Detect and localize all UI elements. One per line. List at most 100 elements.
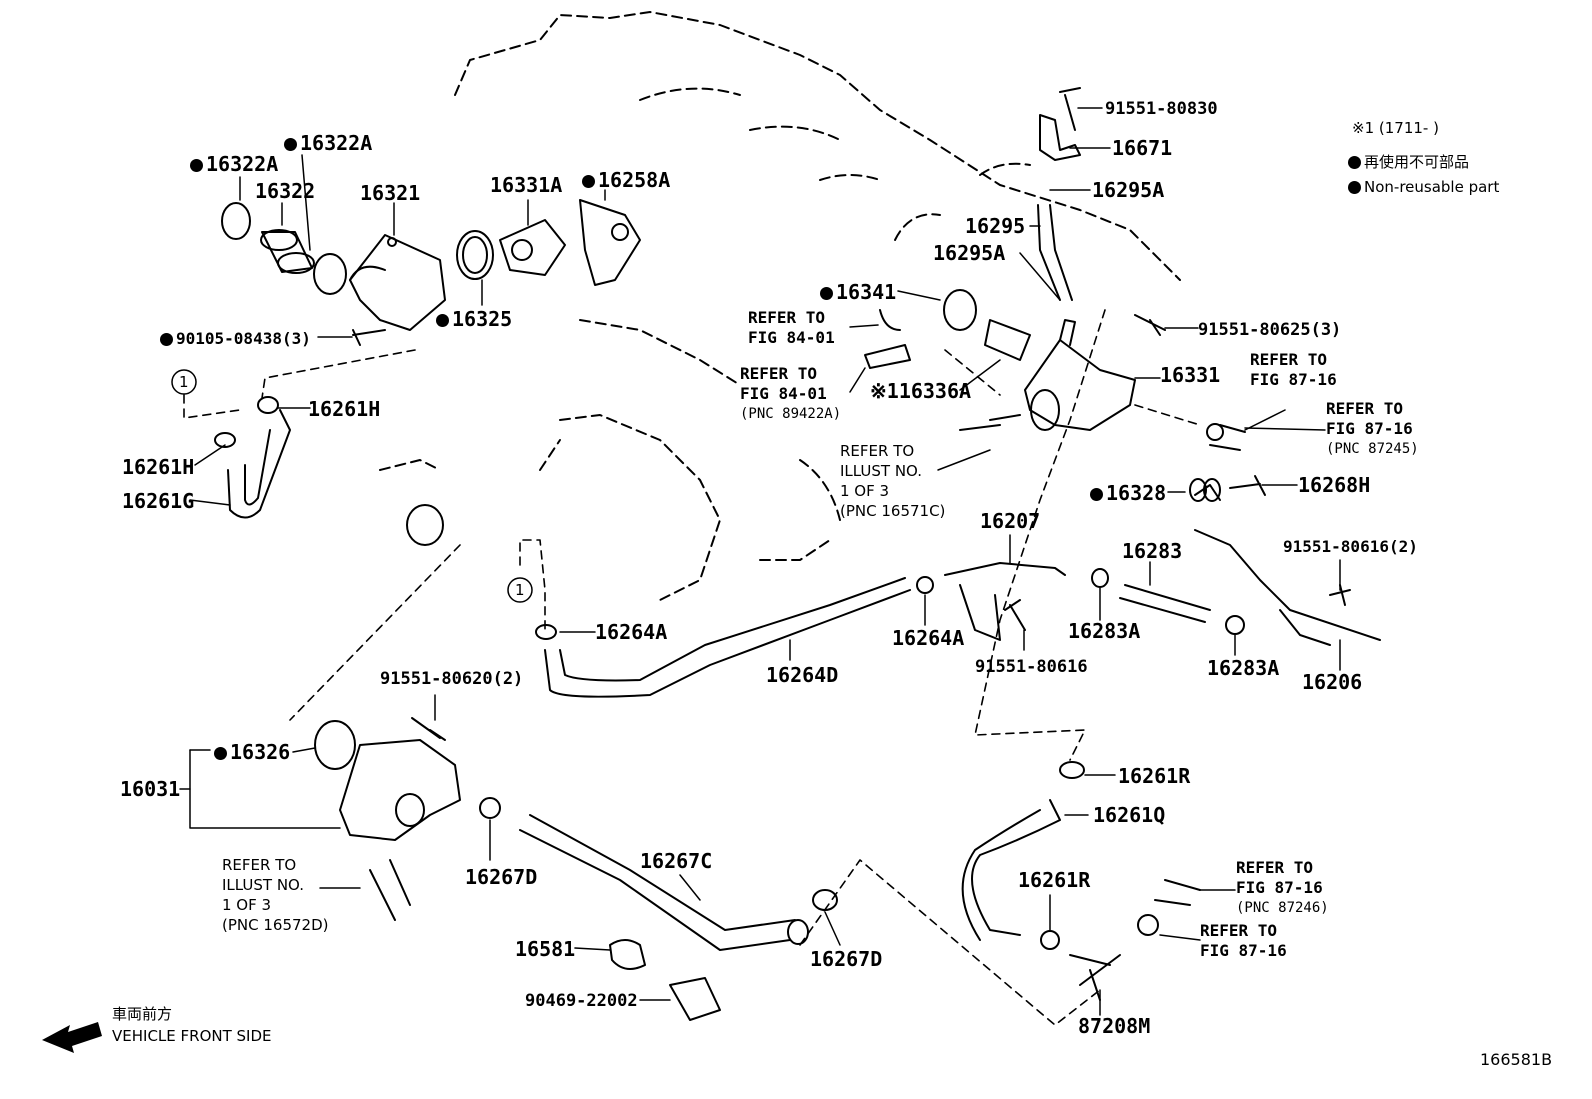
part-label-non-reusable[interactable]: 16328 [1090,482,1166,504]
o-ring-16322A-right [313,253,347,295]
o-ring-16322A-left [221,202,251,240]
vehicle-front-ja: 車両前方 [112,1005,173,1023]
part-label[interactable]: 16331A [490,173,563,197]
marker-circle-1-top [171,369,197,395]
part-label[interactable]: 16267C [640,849,713,873]
clamp-16581 [609,939,646,970]
part-number: 16325 [452,307,513,331]
part-label[interactable]: 16283A [1207,656,1280,680]
tee-87208M [1069,954,1121,1001]
part-label[interactable]: 91551-80620(2) [380,669,524,689]
refer-note-fig-84-01-a: REFER TO FIG 84-01 [748,308,835,347]
part-label[interactable]: 91551-80830 [1105,99,1218,119]
part-number: 16322A [206,152,279,176]
part-label[interactable]: 16267D [810,947,883,971]
non-reusable-dot-icon [160,333,173,346]
part-label[interactable]: 16264D [766,663,839,687]
part-label-non-reusable[interactable]: 16322A [284,132,372,154]
part-label[interactable]: 16321 [360,181,421,205]
non-reusable-dot-icon [582,175,595,188]
legend-ja-text: 再使用不可部品 [1364,153,1470,171]
guide-lines [183,309,1201,1026]
part-label[interactable]: 16031 [120,777,181,801]
engine-outline [379,11,1181,601]
part-label[interactable]: 16331 [1160,363,1221,387]
part-label[interactable]: 16207 [980,509,1041,533]
non-reusable-dot-icon [1348,156,1361,169]
bolt-91551-80625 [1134,314,1166,336]
part-label[interactable]: 16295 [965,214,1026,238]
legend-en-text: Non-reusable part [1364,178,1500,196]
part-label[interactable]: 90469-22002 [525,991,638,1011]
part-label-non-reusable[interactable]: 16341 [820,281,896,303]
part-number: 16258A [598,168,671,192]
refer-note-fig-84-01-b: REFER TO FIG 84-01 (PNC 89422A) [740,364,842,422]
outlet-16331 [1024,339,1136,431]
part-label-non-reusable[interactable]: 16258A [582,169,670,191]
thermostat-16331A [499,219,566,276]
part-label[interactable]: 16267D [465,865,538,889]
gasket-16325 [456,230,494,280]
part-label[interactable]: 16261H [308,397,381,421]
non-reusable-dot-icon [436,314,449,327]
part-label-non-reusable[interactable]: 16326 [214,741,290,763]
part-label[interactable]: 91551-80616(2) [1283,537,1418,556]
non-reusable-dot-icon [284,138,297,151]
sensor [864,344,911,369]
part-label[interactable]: 87208M [1078,1014,1151,1038]
legend-range: ※1 (1711- ) [1352,119,1439,137]
non-reusable-dot-icon [820,287,833,300]
part-label-non-reusable[interactable]: 90105-08438(3) [160,328,311,350]
non-reusable-dot-icon [1348,181,1361,194]
hose-16261Q [971,799,1061,936]
part-label-non-reusable[interactable]: 16322A [190,153,278,175]
part-label[interactable]: 16206 [1302,670,1363,694]
o-ring-16326 [314,720,356,770]
part-label[interactable]: ※116336A [870,380,971,402]
leader-lines [179,107,1341,1016]
part-label[interactable]: 16322 [255,179,316,203]
part-label[interactable]: 16283 [1122,539,1183,563]
part-label[interactable]: 16261Q [1093,803,1166,827]
refer-note-fig-87-16-d: REFER TO FIG 87-16 [1200,921,1287,960]
marker-circle-number-mid: 1 [515,581,525,599]
part-label[interactable]: 16264A [595,620,668,644]
part-label-non-reusable[interactable]: 16325 [436,308,512,330]
part-label[interactable]: 16261R [1018,868,1091,892]
part-label[interactable]: 91551-80616 [975,657,1088,677]
part-label[interactable]: 16295A [933,241,1006,265]
marker-circle-number-top: 1 [179,373,189,391]
bolt-91551-80620 [411,717,446,741]
part-label[interactable]: 91551-80625(3) [1198,320,1342,340]
bolt-16268H [1229,475,1266,496]
hose-16261G [227,409,291,519]
part-label[interactable]: 16261R [1118,764,1191,788]
part-number: 16341 [836,280,897,304]
part-label[interactable]: 16261H [122,455,195,479]
vehicle-front-arrow-icon [42,1022,102,1053]
part-label[interactable]: 16283A [1068,619,1141,643]
vehicle-front-en: VEHICLE FRONT SIDE [112,1027,272,1045]
refer-note-illust-a: REFER TO ILLUST NO. 1 OF 3 (PNC 16571C) [840,442,946,520]
ring-16341 [943,289,977,331]
hose-16267C [519,829,791,951]
bracket-16336A [984,319,1031,361]
hose-16264D [544,589,911,698]
part-label[interactable]: 16264A [892,626,965,650]
bolt-91551-80830 [1059,87,1081,131]
part-label[interactable]: 16295A [1092,178,1165,202]
refer-note-fig-87-16-a: REFER TO FIG 87-16 [1250,350,1337,389]
note-mark: ※1 [870,379,899,403]
refer-note-illust-b: REFER TO ILLUST NO. 1 OF 3 (PNC 16572D) [222,856,329,934]
legend-non-reusable-en: Non-reusable part [1348,177,1499,197]
part-label[interactable]: 16268H [1298,473,1371,497]
part-label[interactable]: 16671 [1112,136,1173,160]
part-number: 16336A [898,379,972,403]
inlet-16321 [349,234,446,331]
hose-16283 [1119,584,1211,623]
part-label[interactable]: 16261G [122,489,195,513]
part-label[interactable]: 16581 [515,937,576,961]
non-reusable-dot-icon [214,747,227,760]
gasket-16258A [579,199,641,286]
